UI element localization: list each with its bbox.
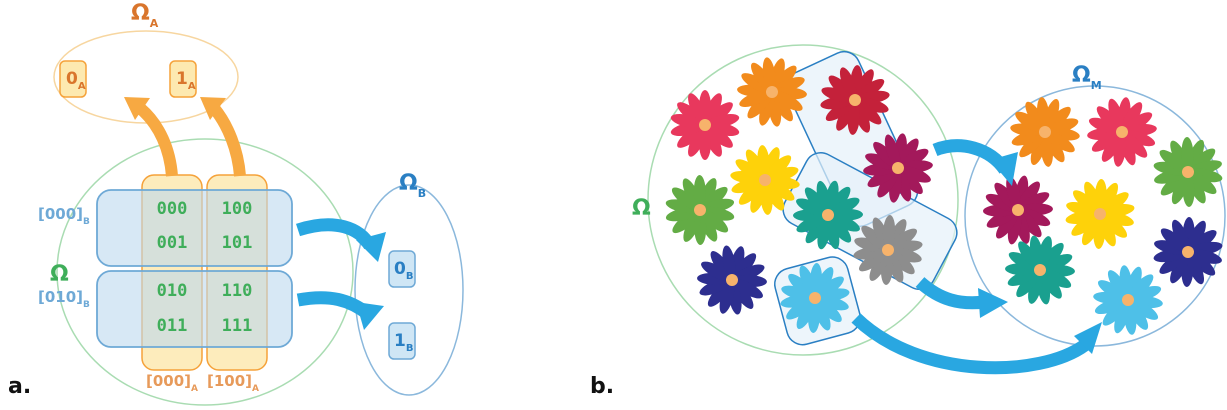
flower-center — [1122, 294, 1134, 306]
flower-pink — [670, 90, 740, 160]
flower-center — [1039, 126, 1051, 138]
flower-center — [892, 162, 904, 174]
panel-b-label: b. — [590, 374, 614, 399]
flower-orange — [1010, 97, 1080, 167]
arrowhead-group1 — [990, 152, 1018, 186]
flower-center — [822, 209, 834, 221]
omega-a-label: ΩA — [131, 1, 159, 30]
arrowhead-0b — [356, 232, 386, 262]
col-class-100-label: [100]A — [207, 372, 259, 394]
state-101: 101 — [222, 233, 253, 253]
state-011: 011 — [157, 316, 188, 336]
flower-green — [1153, 137, 1223, 207]
flower-navy — [1153, 217, 1223, 287]
state-110: 110 — [222, 281, 253, 301]
row-class-010-label: [010]B — [38, 288, 90, 310]
state-100: 100 — [222, 199, 253, 219]
flower-green — [665, 175, 735, 245]
flower-pink — [1087, 97, 1157, 167]
flower-red — [820, 65, 890, 135]
target-1b-label: 1B — [394, 331, 413, 354]
omega-b-label: ΩB — [399, 171, 426, 200]
flower-center — [1182, 246, 1194, 258]
state-001: 001 — [157, 233, 188, 253]
state-111: 111 — [222, 316, 253, 336]
flower-maroon — [863, 133, 933, 203]
flower-gray — [853, 215, 923, 285]
flower-center — [882, 244, 894, 256]
panel-b: Ω ΩM b. — [590, 44, 1226, 399]
arrowhead-1b — [356, 302, 384, 330]
omega-label: Ω — [50, 262, 69, 287]
flower-lightblue — [1093, 265, 1163, 335]
state-010: 010 — [157, 281, 188, 301]
flower-center — [1182, 166, 1194, 178]
flower-lightblue — [780, 263, 850, 333]
flower-center — [1094, 208, 1106, 220]
target-0a-label: 0A — [66, 69, 86, 92]
arrow-to-0a — [135, 103, 178, 177]
row-class-010 — [96, 270, 293, 348]
omega-label-b: Ω — [632, 196, 651, 221]
flower-center — [759, 174, 771, 186]
arrow-to-1a — [209, 104, 246, 177]
arrowhead-1a — [200, 97, 226, 120]
flower-orange — [737, 57, 807, 127]
target-1b-box — [388, 322, 416, 360]
flower-center — [809, 292, 821, 304]
flower-center — [766, 86, 778, 98]
arrowhead-group3 — [1074, 322, 1102, 354]
flower-center — [726, 274, 738, 286]
row-class-000-label: [000]B — [38, 205, 90, 227]
flower-center — [1034, 264, 1046, 276]
target-1a-label: 1A — [176, 69, 196, 92]
flower-yellow — [730, 145, 800, 215]
flower-center — [849, 94, 861, 106]
flower-center — [694, 204, 706, 216]
target-0a-box — [59, 60, 87, 98]
flower-teal — [793, 180, 863, 250]
omega-set-circle-b — [647, 44, 959, 356]
row-class-000 — [96, 189, 293, 267]
flower-center — [1116, 126, 1128, 138]
flower-center — [699, 119, 711, 131]
arrow-group1 — [932, 139, 1011, 174]
flower-maroon — [983, 175, 1053, 245]
state-000: 000 — [157, 199, 188, 219]
arrow-group3 — [851, 313, 1089, 375]
panel-a: 000 100 001 101 010 110 011 111 0A 1A 0B… — [8, 1, 464, 406]
arrowhead-group2 — [978, 288, 1008, 318]
col-class-000-label: [000]A — [146, 372, 198, 394]
omega-set-circle — [56, 138, 354, 406]
arrowhead-0a — [124, 97, 150, 120]
flower-yellow — [1065, 179, 1135, 249]
omega-b-set — [354, 184, 464, 396]
omega-m-label: ΩM — [1072, 63, 1102, 92]
omega-m-set — [964, 85, 1226, 347]
arrow-group2 — [915, 277, 986, 310]
omega-a-set — [53, 30, 239, 124]
target-0b-box — [388, 250, 416, 288]
flower-teal — [1005, 235, 1075, 305]
flower-center — [1012, 204, 1024, 216]
flower-navy — [697, 245, 767, 315]
panel-a-label: a. — [8, 374, 31, 399]
target-0b-label: 0B — [394, 259, 413, 282]
target-1a-box — [169, 60, 197, 98]
